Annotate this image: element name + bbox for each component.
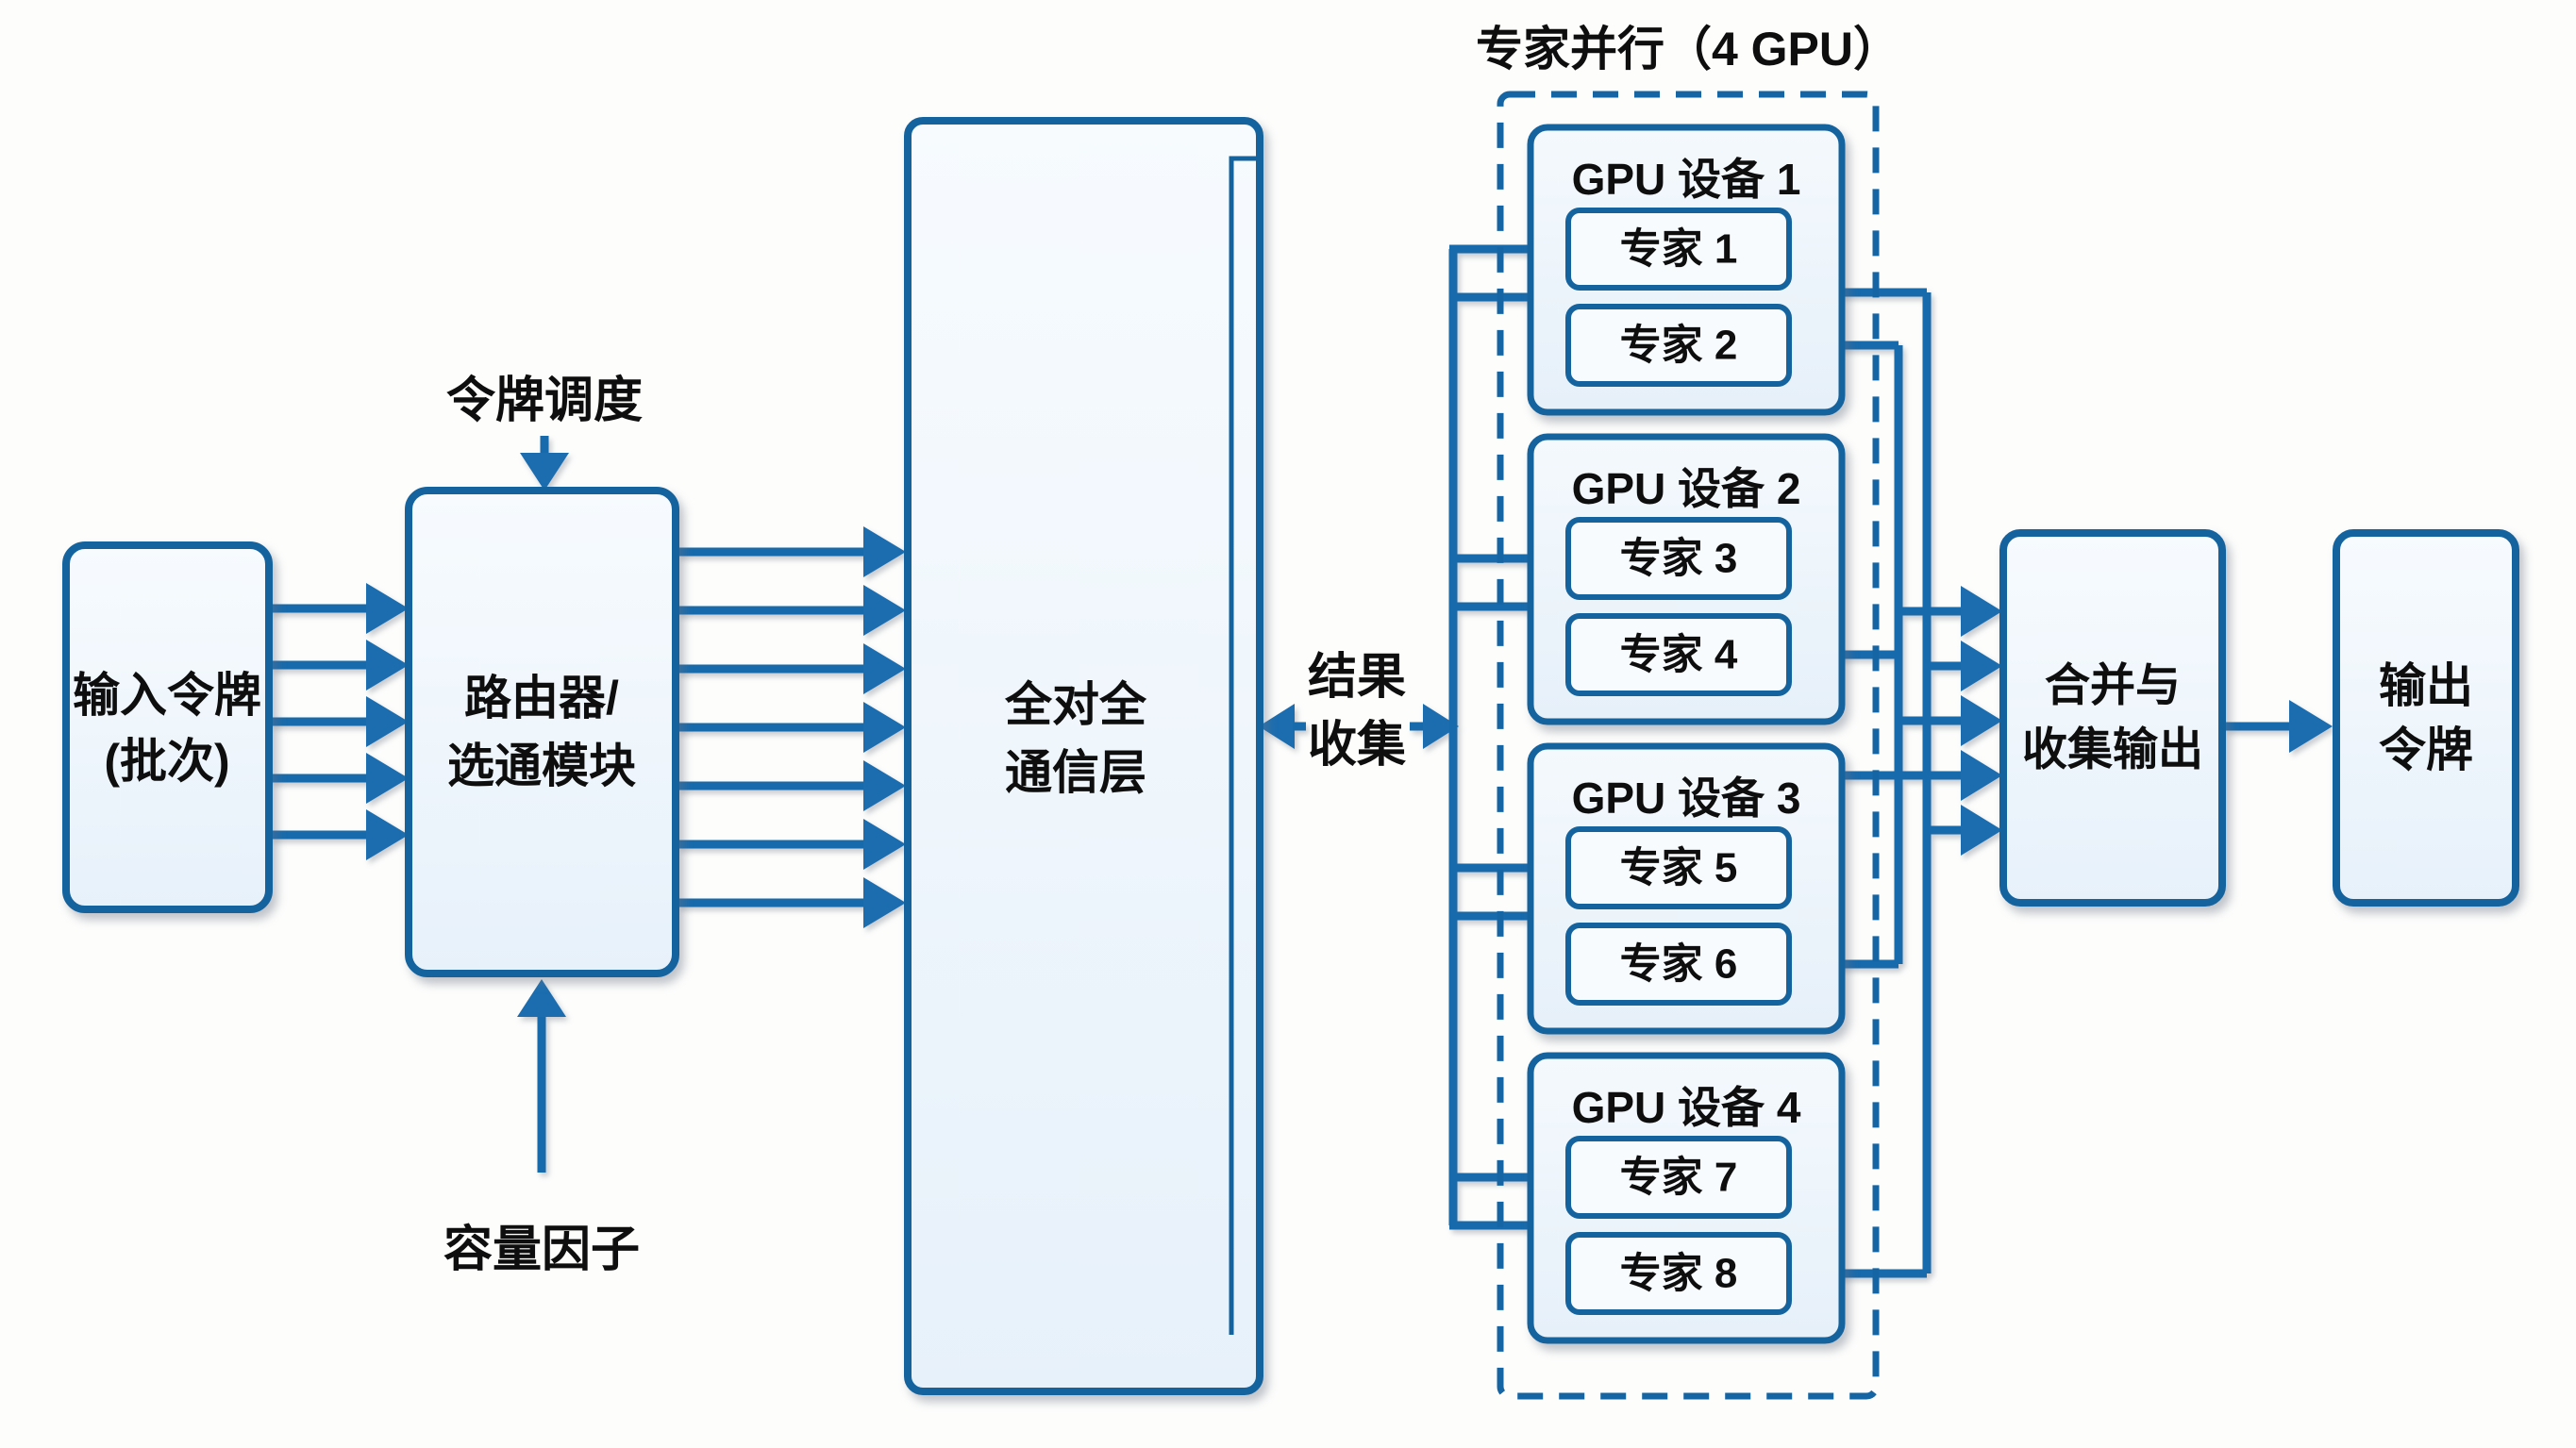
gpu-device-3: GPU 设备 3 专家 5 专家 6 (1527, 742, 1846, 1035)
capacity-factor-label: 容量因子 (443, 1223, 640, 1277)
capacity-factor-arrow (517, 979, 566, 1173)
router-gating-node: 路由器/ 选通模块 (405, 487, 679, 977)
input-to-router-arrows (271, 583, 409, 860)
expert-6-label: 专家 6 (1620, 941, 1738, 988)
all-to-all-label-line2: 通信层 (1005, 746, 1146, 799)
expert-2-box (1565, 304, 1792, 387)
input-tokens-label-line1: 输入令牌 (73, 669, 261, 722)
expert-8-box (1565, 1232, 1792, 1315)
expert-5-label: 专家 5 (1620, 845, 1738, 891)
result-collect-label: 结果 收集 (1308, 650, 1406, 773)
all-to-all-label-line1: 全对全 (1004, 678, 1147, 731)
gpu-device-4: GPU 设备 4 专家 7 专家 8 (1527, 1052, 1846, 1344)
merge-label-line1: 合并与 (2045, 661, 2181, 711)
expert-1-label: 专家 1 (1620, 226, 1738, 273)
gpu-device-2: GPU 设备 2 专家 3 专家 4 (1527, 433, 1846, 725)
gpu-device-1: GPU 设备 1 专家 1 专家 2 (1527, 124, 1846, 416)
gpu1-title: GPU 设备 1 (1572, 155, 1801, 204)
expert-parallel-title: 专家并行（4 GPU） (1476, 23, 1900, 75)
expert-parallel-dashed-border (1497, 91, 1880, 1400)
gpu3-to-merge-arrow (1840, 750, 2002, 801)
expert-6-box (1565, 923, 1792, 1006)
gpu4-title: GPU 设备 4 (1572, 1083, 1801, 1132)
all-to-all-inner-line (1229, 156, 1258, 1335)
router-label-line1: 路由器/ (464, 672, 619, 724)
merge-to-output-arrow (2225, 700, 2333, 753)
svg-text:收集: 收集 (1308, 718, 1406, 773)
result-collect-double-arrow (1259, 704, 1459, 749)
expert-3-label: 专家 3 (1620, 536, 1738, 582)
output-tokens-label-line2: 令牌 (2379, 724, 2473, 776)
expert-4-box (1565, 613, 1792, 696)
input-tokens-node: 输入令牌 (批次) (62, 541, 273, 913)
merge-label-line2: 收集输出 (2022, 725, 2203, 775)
expert-2-label: 专家 2 (1620, 323, 1738, 369)
token-schedule-label: 令牌调度 (446, 374, 643, 428)
router-label-line2: 选通模块 (447, 740, 636, 792)
expert-4-label: 专家 4 (1620, 632, 1738, 678)
expert-1-box (1565, 208, 1792, 291)
expert-parallel-group: 专家并行（4 GPU） (1476, 23, 1900, 1400)
output-tokens-node: 输出 令牌 (2333, 529, 2519, 907)
token-schedule-arrow (520, 436, 569, 491)
expert-7-label: 专家 7 (1620, 1155, 1738, 1201)
output-tokens-label-line1: 输出 (2379, 659, 2473, 712)
expert-7-box (1565, 1136, 1792, 1219)
expert-5-box (1565, 826, 1792, 909)
gpu3-title: GPU 设备 3 (1572, 774, 1801, 823)
svg-text:结果: 结果 (1308, 650, 1406, 705)
gpu2-title: GPU 设备 2 (1572, 464, 1801, 513)
merge-collect-node: 合并与 收集输出 (1999, 529, 2226, 907)
input-tokens-label-line2: (批次) (104, 735, 229, 788)
all-to-all-node: 全对全 通信层 (904, 117, 1263, 1395)
router-to-alltoall-arrows (677, 526, 906, 928)
expert-3-box (1565, 517, 1792, 600)
expert-8-label: 专家 8 (1620, 1251, 1738, 1297)
